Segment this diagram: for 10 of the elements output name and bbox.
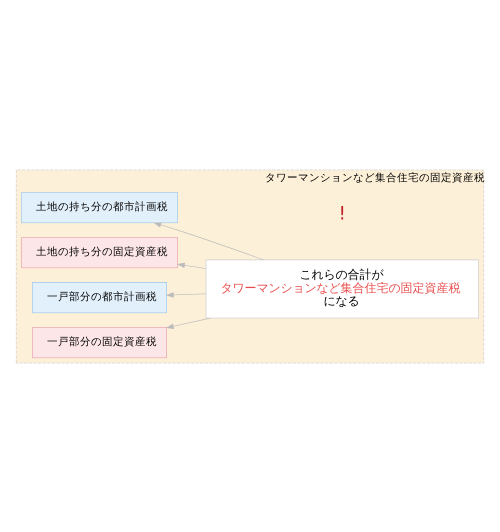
arrow bbox=[166, 317, 211, 328]
node-box: 一戸部分の固定資産税 bbox=[32, 326, 167, 358]
label: ! bbox=[338, 202, 346, 224]
arrow bbox=[176, 262, 206, 268]
node-box: 土地の持ち分の固定資産税 bbox=[21, 236, 178, 268]
arrow bbox=[166, 292, 206, 298]
node-box: 一戸部分の都市計画税 bbox=[32, 282, 167, 313]
node-box: これらの合計が タワーマンションなど集合住宅の固定資産税 になる bbox=[206, 259, 479, 318]
arrow bbox=[153, 222, 264, 260]
node-box: 土地の持ち分の都市計画税 bbox=[21, 192, 178, 223]
